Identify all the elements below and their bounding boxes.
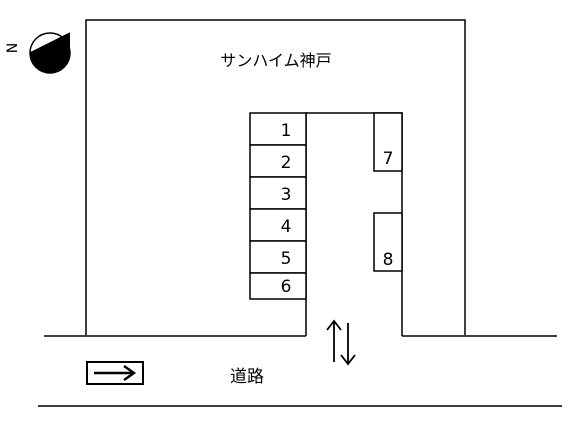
parking-right-column: 7 8: [373, 112, 403, 272]
parking-space-label: 6: [281, 277, 292, 297]
parking-space-label: 8: [383, 250, 394, 270]
parking-space-label: 4: [281, 217, 292, 237]
two-way-arrow-icon: [326, 319, 356, 366]
road-label: 道路: [230, 367, 264, 387]
north-compass-icon: N: [5, 32, 71, 74]
property-outline: [85, 19, 466, 335]
parking-space-4[interactable]: [249, 208, 307, 242]
parking-space-5[interactable]: [249, 240, 307, 274]
parking-space-label: 5: [281, 249, 292, 269]
parking-space-label: 3: [281, 185, 292, 205]
one-way-right-arrow-icon: [86, 361, 144, 385]
parking-space-label: 7: [383, 149, 394, 169]
parking-left-column: 1 2 3 4 5 6: [249, 112, 307, 300]
parking-space-label: 2: [281, 153, 292, 173]
parking-space-1[interactable]: [249, 112, 307, 146]
building-name: サンハイム神戸: [220, 51, 331, 70]
parking-space-7[interactable]: [373, 112, 403, 172]
parking-space-8[interactable]: [373, 212, 403, 272]
parking-space-label: 1: [281, 121, 292, 141]
compass-north-label: N: [5, 43, 21, 53]
parking-space-6[interactable]: [249, 272, 307, 300]
parking-space-2[interactable]: [249, 144, 307, 178]
parking-space-3[interactable]: [249, 176, 307, 210]
